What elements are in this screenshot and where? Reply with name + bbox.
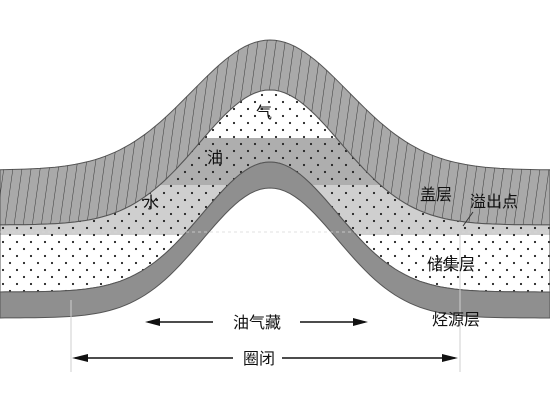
spill-point-pointer xyxy=(462,211,474,227)
trap-arrow: 圈闭 xyxy=(72,349,458,368)
trap-arrow-left-head xyxy=(72,354,88,362)
reservoir-layer-label: 储集层 xyxy=(427,255,475,274)
reservoir-arrow-left-head xyxy=(145,318,160,326)
gas-label: 气 xyxy=(256,103,272,122)
cap-layer-hatch xyxy=(0,40,550,225)
trap-arrow-right-head xyxy=(442,354,458,362)
oil-label: 油 xyxy=(207,148,223,167)
oil-gas-reservoir-label: 油气藏 xyxy=(233,313,281,332)
spill-point-label: 溢出点 xyxy=(470,192,518,211)
trap-label: 圈闭 xyxy=(243,349,275,368)
source-layer-label: 烃源层 xyxy=(432,310,480,329)
oil-gas-reservoir-arrow: 油气藏 xyxy=(145,313,368,332)
source-layer xyxy=(0,161,550,319)
water-label: 水 xyxy=(143,193,159,212)
reservoir-arrow-right-head xyxy=(353,318,368,326)
cap-layer-label: 盖层 xyxy=(420,185,452,204)
